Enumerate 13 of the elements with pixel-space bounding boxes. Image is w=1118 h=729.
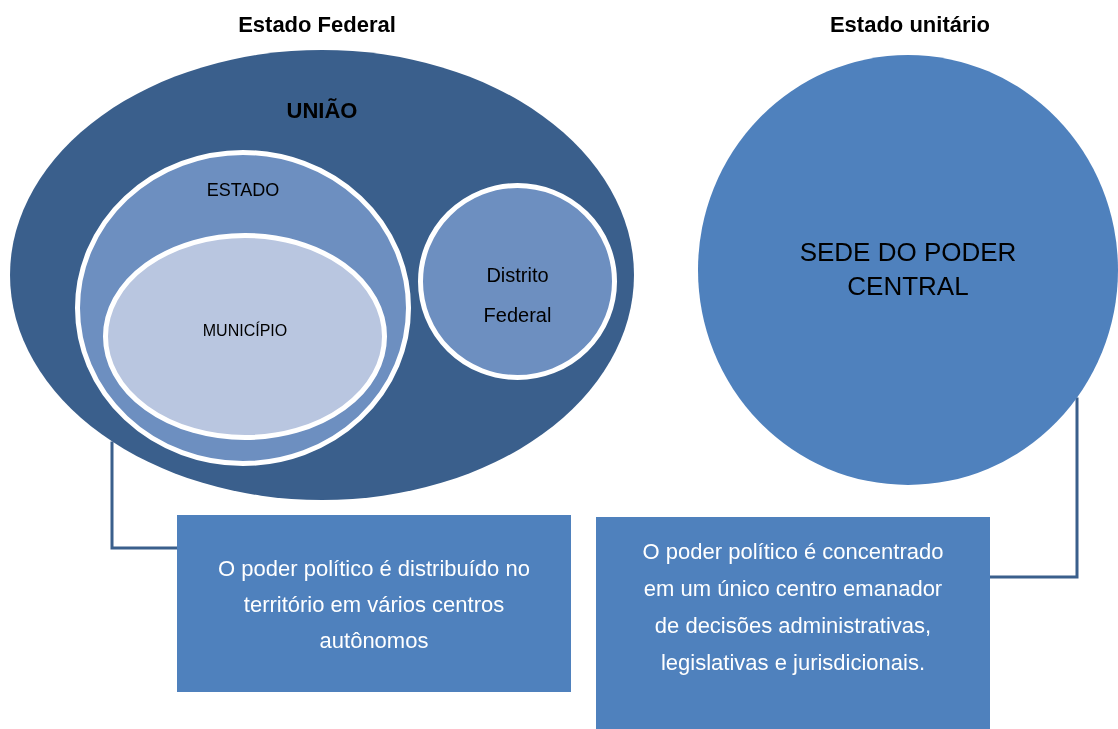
node-label: O poder político é concentrado em um único centro emanador de decisões administrativas, legislativas e jurisdicionais. xyxy=(641,538,945,677)
node-label: Distrito Federal xyxy=(482,263,553,328)
node-label: ESTADO xyxy=(205,180,281,202)
node-label: SEDE DO PODER CENTRAL xyxy=(798,236,1018,303)
heading: Estado Federal xyxy=(238,12,396,38)
info-box xyxy=(596,517,990,729)
heading: Estado unitário xyxy=(829,12,991,38)
node-label: O poder político é distribuído no território em vários centros autônomos xyxy=(217,555,531,655)
node-label: UNIÃO xyxy=(285,98,359,125)
connector-line xyxy=(110,441,177,550)
info-box xyxy=(177,515,571,692)
node-label: MUNICÍPIO xyxy=(201,321,289,341)
connector-line xyxy=(990,397,1079,579)
